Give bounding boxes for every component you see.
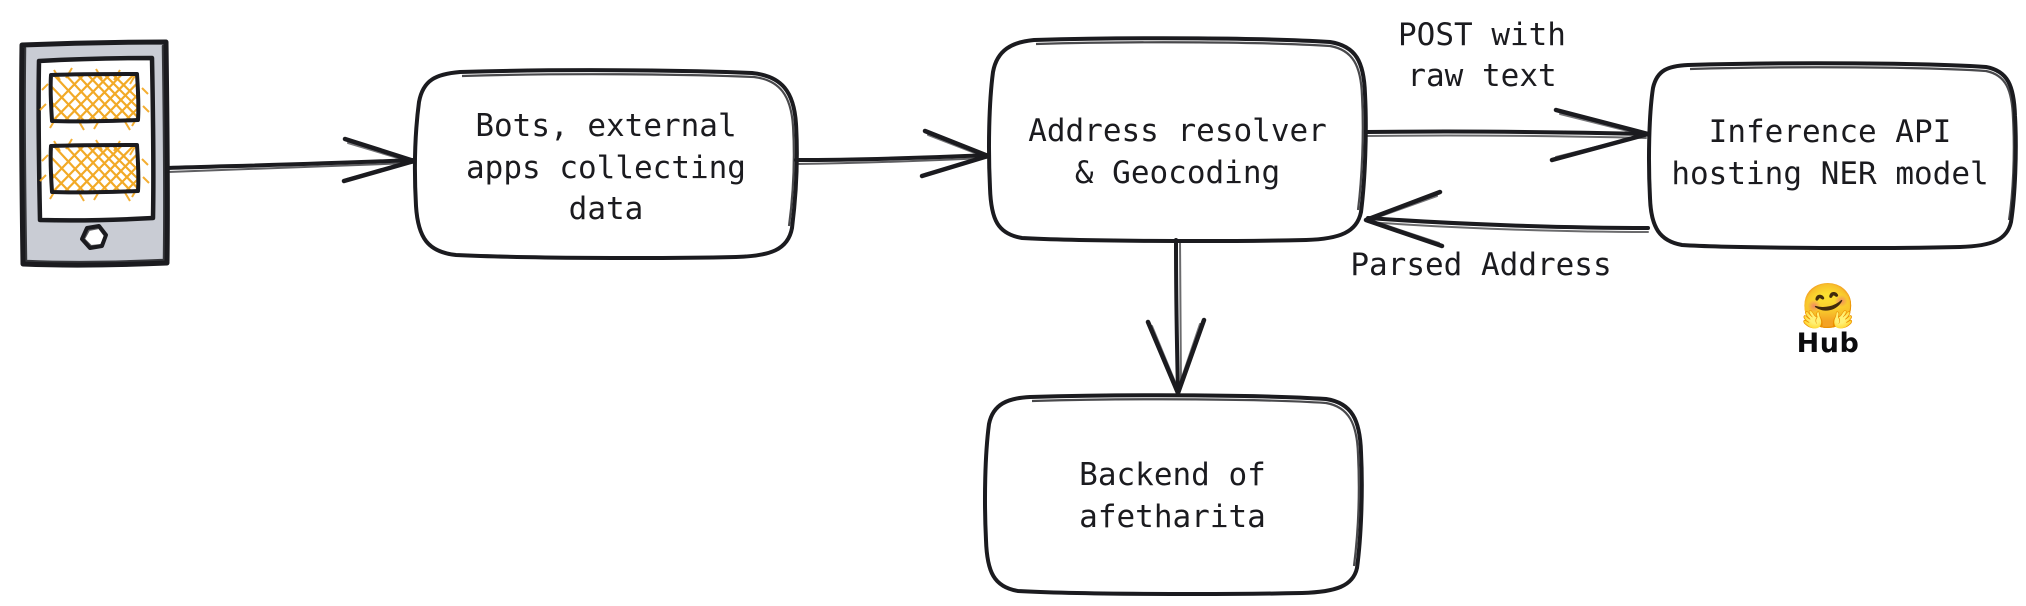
edge-label-post-with-raw-text: POST with raw text (1398, 17, 1566, 94)
edge-device-to-bots (166, 136, 417, 184)
hugging-face-hub-logo: 🤗 Hub (1768, 281, 1888, 360)
hugging-face-icon: 🤗 (1800, 281, 1856, 332)
edge-resolver-to-backend (1145, 238, 1207, 396)
edge-bots-to-resolver (794, 128, 991, 179)
content-block-1 (39, 67, 150, 131)
node-inference-api[interactable] (1647, 61, 2018, 251)
mobile-phone-illustration (19, 39, 170, 268)
node-address-resolver[interactable] (987, 36, 1368, 244)
node-bots-external-apps[interactable] (413, 68, 799, 261)
edge-label-parsed-address: Parsed Address (1350, 247, 1612, 283)
home-button-icon (80, 224, 108, 250)
edge-resolver-to-inference (1364, 107, 1651, 163)
edge-inference-to-resolver (1363, 189, 1650, 249)
node-backend-afetharita[interactable] (983, 393, 1364, 597)
hub-label: Hub (1796, 328, 1860, 359)
content-block-2 (39, 138, 150, 202)
